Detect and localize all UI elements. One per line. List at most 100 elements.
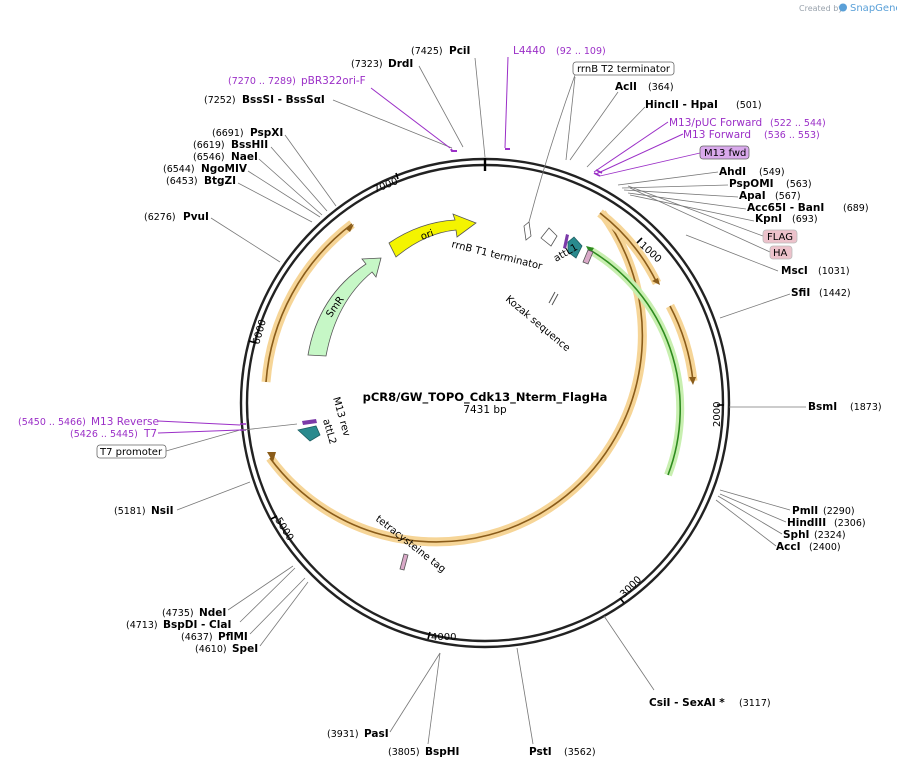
enzyme-drdi[interactable]: DrdI [388, 58, 413, 70]
rrnb-t1-feature-2[interactable] [540, 227, 558, 247]
t7-promoter-label: T7 promoter [99, 447, 163, 458]
enzyme-hindiii[interactable]: HindIII [787, 517, 826, 529]
enzyme-pos-bsssi: (7252) [204, 95, 236, 106]
primer-pos-m13puc-forward: (522 .. 544) [770, 118, 826, 129]
smr-feature[interactable] [307, 257, 382, 357]
enzyme-sphi[interactable]: SphI [783, 529, 809, 541]
enzyme-bsmi[interactable]: BsmI [808, 401, 837, 413]
enzyme-bsphi[interactable]: BspHI [425, 746, 459, 758]
enzyme-pos-acli: (364) [648, 82, 674, 93]
enzyme-pmli[interactable]: PmlI [792, 505, 818, 517]
tick-mark-6000 [248, 340, 257, 344]
enzyme-pos-pmli: (2290) [823, 506, 855, 517]
enzyme-pflmi[interactable]: PflMI [218, 631, 248, 643]
flag-label: FLAG [767, 232, 793, 243]
snapgene-logo-icon [839, 3, 847, 12]
enzyme-naei[interactable]: NaeI [231, 151, 258, 163]
primer-pos-m13-forward: (536 .. 553) [764, 130, 820, 141]
enzyme-pos-pvui: (6276) [144, 212, 176, 223]
primer-m13puc-forward[interactable]: M13/pUC Forward [669, 117, 762, 129]
t7-promoter-pointer [165, 429, 241, 452]
enzyme-ahdi[interactable]: AhdI [719, 166, 746, 178]
tetracysteine-feature[interactable] [399, 553, 409, 571]
enzyme-nsii[interactable]: NsiI [151, 505, 174, 517]
enzyme-bsssi[interactable]: BssSI - BssSαI [242, 94, 325, 106]
tr-orf2-arc[interactable] [669, 305, 694, 382]
enzyme-pos-bspdi-clai: (4713) [126, 620, 158, 631]
enzyme-pos-sphi: (2324) [814, 530, 846, 541]
enzyme-psti[interactable]: PstI [529, 746, 552, 758]
tick-mark-5000 [270, 515, 278, 520]
enzyme-bsshii[interactable]: BssHII [231, 139, 268, 151]
primer-m13-reverse[interactable]: M13 Reverse [91, 416, 159, 428]
cdk13-orf-arc[interactable] [269, 212, 644, 543]
enzyme-pos-csii-sexai: (3117) [739, 698, 771, 709]
pbr322ori-pointer [370, 87, 451, 149]
enzyme-hincii-hpai[interactable]: HincII - HpaI [645, 99, 718, 111]
enzyme-kpni[interactable]: KpnI [755, 213, 782, 225]
tick-mark-1000 [636, 237, 643, 244]
m13reverse-pointer [157, 420, 241, 426]
rrnb-t1-feature[interactable] [523, 221, 532, 241]
m13-rev-site [302, 419, 317, 425]
enzyme-msci[interactable]: MscI [781, 265, 808, 277]
primer-pos-t7: (5426 .. 5445) [70, 429, 138, 440]
tick-label-2000: 2000 [712, 402, 723, 427]
enzyme-pos-ndei: (4735) [162, 608, 194, 619]
tick-mark-7000 [395, 172, 399, 180]
enzyme-pos-pasi: (3931) [327, 729, 359, 740]
rrnb-t2-pointer [528, 74, 576, 223]
enzyme-pos-hincii-hpai: (501) [736, 100, 762, 111]
attl1-feature[interactable] [567, 236, 583, 259]
enzyme-pspomi[interactable]: PspOMI [729, 178, 774, 190]
green-orf-arrowhead [586, 246, 594, 254]
enzyme-apai[interactable]: ApaI [739, 190, 766, 202]
enzyme-csii-sexai[interactable]: CsiI - SexAI * [649, 697, 725, 709]
enzyme-pspxi[interactable]: PspXI [250, 127, 283, 139]
left-orf-arc[interactable] [265, 223, 353, 383]
flag-box[interactable] [762, 229, 798, 244]
enzyme-pos-acc65i-bani: (689) [843, 203, 869, 214]
primer-m13-forward[interactable]: M13 Forward [683, 129, 751, 141]
enzyme-pos-hindiii: (2306) [834, 518, 866, 529]
enzyme-pos-pflmi: (4637) [181, 632, 213, 643]
enzyme-acli[interactable]: AclI [615, 81, 637, 93]
kozak-feature[interactable] [548, 291, 559, 306]
rrnb-t2-box[interactable] [572, 61, 675, 76]
tr-orf1-arc[interactable] [599, 212, 658, 284]
enzyme-pvui[interactable]: PvuI [183, 211, 209, 223]
m13-fwd-box[interactable] [699, 145, 750, 160]
enzyme-pos-pspomi: (563) [786, 179, 812, 190]
enzyme-btgzi[interactable]: BtgZI [204, 175, 236, 187]
enzyme-acci[interactable]: AccI [776, 541, 800, 553]
primer-pbr322ori[interactable]: pBR322ori-F [301, 75, 366, 87]
t7-promoter-box[interactable] [96, 444, 167, 459]
ha-box[interactable] [769, 245, 793, 260]
enzyme-pasi[interactable]: PasI [364, 728, 389, 740]
green-orf-arc[interactable] [589, 249, 682, 476]
enzyme-pos-pspxi: (6691) [212, 128, 244, 139]
enzyme-pos-acci: (2400) [809, 542, 841, 553]
enzyme-bspdi-clai[interactable]: BspDI - ClaI [163, 619, 231, 631]
enzyme-spei[interactable]: SpeI [232, 643, 258, 655]
enzyme-pos-psti: (3562) [564, 747, 596, 758]
ori-feature[interactable] [388, 213, 477, 258]
primer-l4440[interactable]: L4440 [513, 45, 546, 57]
green-orf-halo [587, 246, 685, 477]
flag-ha-feature[interactable] [582, 249, 594, 265]
enzyme-acc65i-bani[interactable]: Acc65I - BanI [747, 202, 824, 214]
left-orf-arrowhead [346, 224, 354, 232]
attl2-label: attL2 [320, 418, 338, 446]
flag-pointer [627, 185, 764, 237]
enzyme-sfii[interactable]: SfiI [791, 287, 810, 299]
enzyme-pos-kpni: (693) [792, 214, 818, 225]
enzyme-pcii[interactable]: PciI [449, 45, 470, 57]
enzyme-pos-drdi: (7323) [351, 59, 383, 70]
primer-t7[interactable]: T7 [143, 428, 157, 440]
rrnb-t2-label: rrnB T2 terminator [577, 64, 671, 75]
enzyme-pos-spei: (4610) [195, 644, 227, 655]
enzyme-ngomiv[interactable]: NgoMIV [201, 163, 248, 175]
attl2-feature[interactable] [297, 425, 321, 442]
enzyme-ndei[interactable]: NdeI [199, 607, 226, 619]
